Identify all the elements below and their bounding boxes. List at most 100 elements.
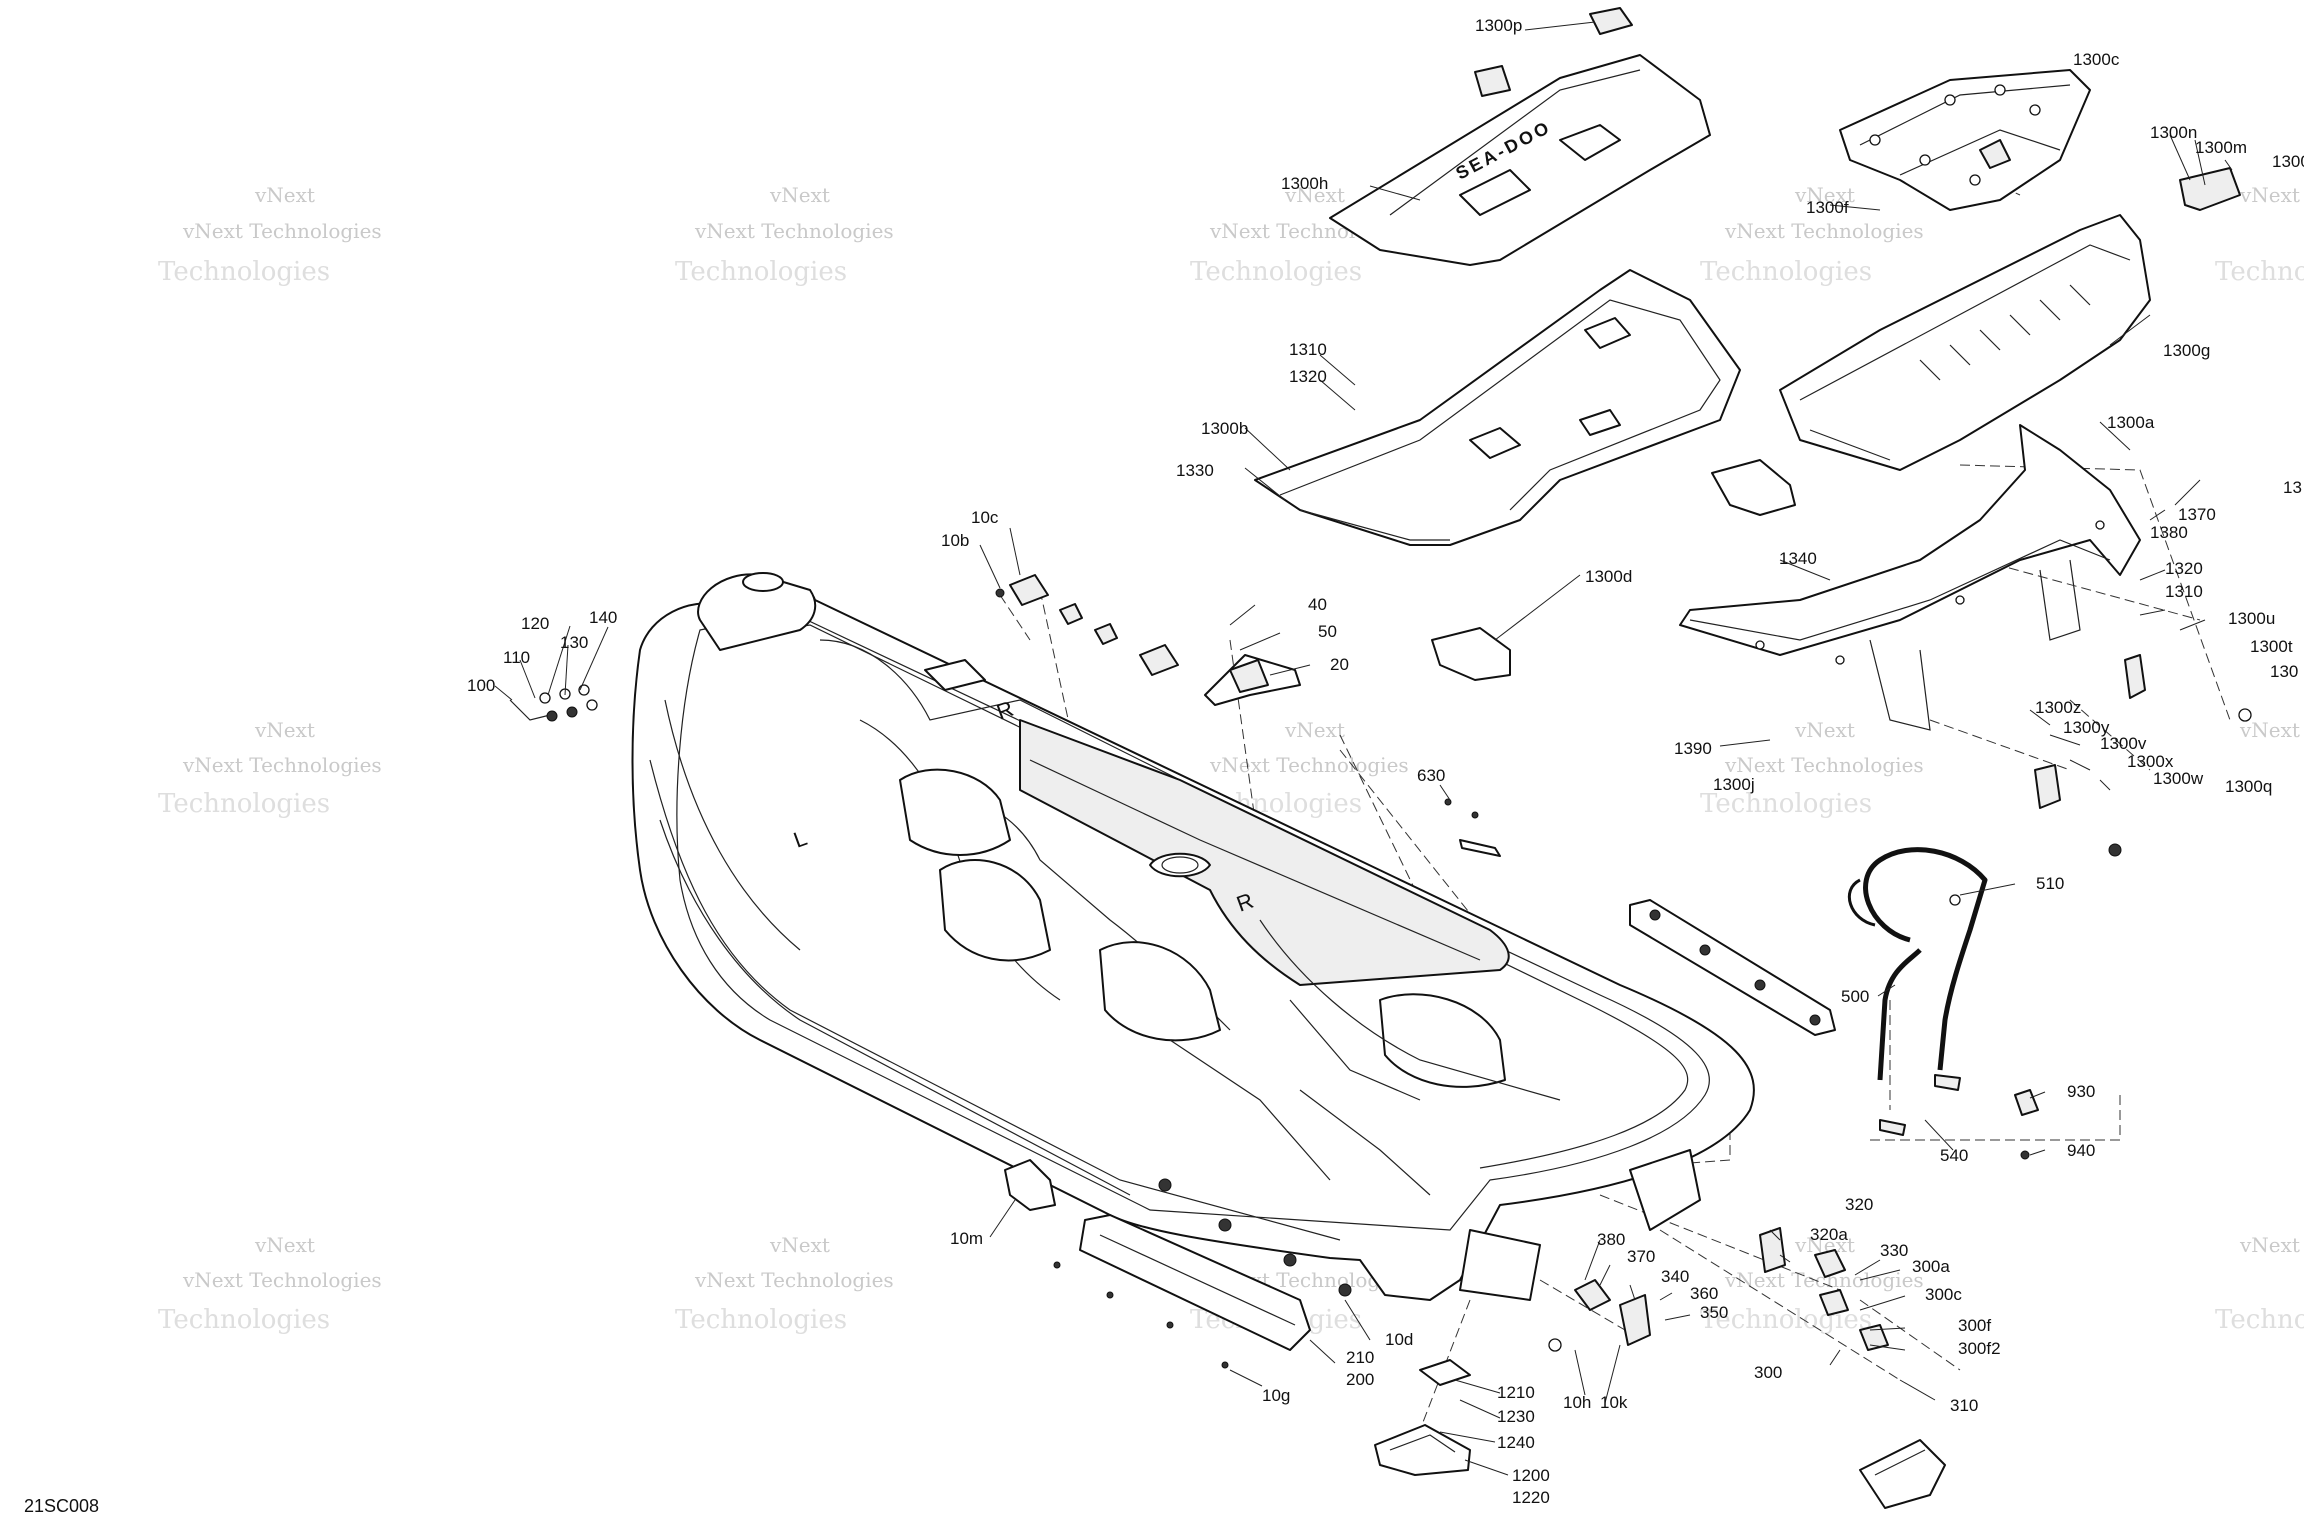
watermark-small: vNext xyxy=(1284,718,1345,742)
label-1300d: 1300d xyxy=(1585,567,1632,586)
label-370: 370 xyxy=(1627,1247,1655,1266)
watermark-small: vNext xyxy=(2239,718,2300,742)
label-300f2: 300f2 xyxy=(1958,1339,2001,1358)
part-930-bracket xyxy=(2014,1089,2039,1160)
label-380: 380 xyxy=(1597,1230,1625,1249)
part-500-hoses xyxy=(1847,847,1988,1136)
label-10d: 10d xyxy=(1385,1330,1413,1349)
label-10c: 10c xyxy=(971,508,999,527)
label-1210: 1210 xyxy=(1497,1383,1535,1402)
watermark: vNext vNext Technologies Technologies xyxy=(158,1233,382,1335)
part-1300-bracket xyxy=(2179,167,2241,211)
label-10m: 10m xyxy=(950,1229,983,1248)
part-1300h-mat: SEA-DOO xyxy=(1329,54,1711,266)
watermark-small: vNext xyxy=(769,183,830,207)
label-50: 50 xyxy=(1318,622,1337,641)
label-1300b: 1300b xyxy=(1201,419,1248,438)
label-1300: 1300 xyxy=(2272,152,2304,171)
label-1320: 1320 xyxy=(1289,367,1327,386)
label-300a: 300a xyxy=(1912,1257,1950,1276)
label-1300p: 1300p xyxy=(1475,16,1522,35)
watermark-line2: Technologies xyxy=(1700,789,1872,819)
label-1300v: 1300v xyxy=(2100,734,2147,753)
watermark-small: vNext xyxy=(254,1233,315,1257)
label-1330: 1330 xyxy=(1176,461,1214,480)
label-340: 340 xyxy=(1661,1267,1689,1286)
label-360: 360 xyxy=(1690,1284,1718,1303)
label-930: 930 xyxy=(2067,1082,2095,1101)
label-210: 210 xyxy=(1346,1348,1374,1367)
watermark-line2: Technologies xyxy=(1700,257,1872,287)
watermark-line2: Technologies xyxy=(675,257,847,287)
watermark-line1: vNext Technologies xyxy=(182,219,382,243)
label-1220: 1220 xyxy=(1512,1488,1550,1507)
label-540: 540 xyxy=(1940,1146,1968,1165)
label-320a: 320a xyxy=(1810,1225,1848,1244)
label-10h: 10h xyxy=(1563,1393,1591,1412)
watermark-small: vNext xyxy=(1794,183,1855,207)
label-1300x: 1300x xyxy=(2127,752,2174,771)
watermark-line2: Technologies xyxy=(1190,257,1362,287)
label-510: 510 xyxy=(2036,874,2064,893)
label-1300c: 1300c xyxy=(2073,50,2120,69)
watermark: vNext Technologies xyxy=(2215,1233,2304,1335)
part-1300a-bumper xyxy=(1679,424,2141,731)
label-300f: 300f xyxy=(1958,1316,1991,1335)
watermark: vNext Technologies xyxy=(2215,183,2304,287)
part-labels: 1300p 1300c 1300n 1300m 1300 1300h 1300f… xyxy=(467,16,2304,1507)
watermark-small: vNext xyxy=(1284,183,1345,207)
label-1340: 1340 xyxy=(1779,549,1817,568)
watermark-small: vNext xyxy=(2239,183,2300,207)
part-10m xyxy=(1004,1159,1056,1211)
watermark-line1: vNext Technologies xyxy=(694,1268,894,1292)
figure-reference: 21SC008 xyxy=(24,1496,99,1516)
label-500: 500 xyxy=(1841,987,1869,1006)
label-10g: 10g xyxy=(1262,1386,1290,1405)
watermark-small: vNext xyxy=(769,1233,830,1257)
label-1300h: 1300h xyxy=(1281,174,1328,193)
label-330: 330 xyxy=(1880,1241,1908,1260)
watermark-line2: Technologies xyxy=(675,1305,847,1335)
watermark-line1: vNext Technologies xyxy=(1724,753,1924,777)
hull-body xyxy=(631,587,1755,1301)
part-10c-clips xyxy=(995,574,1179,676)
leader-lines xyxy=(494,21,2233,1476)
label-300c: 300c xyxy=(1925,1285,1962,1304)
part-1300p-clip xyxy=(1474,7,1633,97)
label-350: 350 xyxy=(1700,1303,1728,1322)
part-right-cluster xyxy=(2034,654,2252,857)
label-140: 140 xyxy=(589,608,617,627)
label-1300a: 1300a xyxy=(2107,413,2155,432)
label-1300j: 1300j xyxy=(1713,775,1755,794)
label-1200: 1200 xyxy=(1512,1466,1550,1485)
label-1300u: 1300u xyxy=(2228,609,2275,628)
label-1300m: 1300m xyxy=(2195,138,2247,157)
watermark: vNext vNext Technologies Technologies xyxy=(1700,718,1924,819)
watermark: vNext vNext Technologies Technologies xyxy=(1700,183,1924,287)
label-120: 120 xyxy=(521,614,549,633)
part-100-hardware xyxy=(509,684,598,722)
label-1300g: 1300g xyxy=(2163,341,2210,360)
watermarks: vNext vNext Technologies Technologies vN… xyxy=(158,183,2304,1335)
watermark: vNext vNext Technologies Technologies xyxy=(158,183,382,287)
label-13: 13 xyxy=(2283,478,2302,497)
watermark-small: vNext xyxy=(2239,1233,2300,1257)
label-130: 130 xyxy=(560,633,588,652)
label-1300q: 1300q xyxy=(2225,777,2272,796)
part-screws xyxy=(1053,1261,1229,1369)
watermark-small: vNext xyxy=(254,183,315,207)
label-1300y: 1300y xyxy=(2063,718,2110,737)
watermark-line2: Technologies xyxy=(158,257,330,287)
watermark-small: vNext xyxy=(254,718,315,742)
part-630-strap xyxy=(1444,798,1501,857)
label-10b: 10b xyxy=(941,531,969,550)
label-630: 630 xyxy=(1417,766,1445,785)
label-300: 300 xyxy=(1754,1363,1782,1382)
label-110: 110 xyxy=(503,648,530,667)
part-20-handle xyxy=(1204,654,1301,706)
label-1380: 1380 xyxy=(2150,523,2188,542)
watermark-line1: vNext Technologies xyxy=(1209,753,1409,777)
part-1300c-plate xyxy=(1839,69,2091,211)
hull: L R R xyxy=(631,572,1755,1301)
